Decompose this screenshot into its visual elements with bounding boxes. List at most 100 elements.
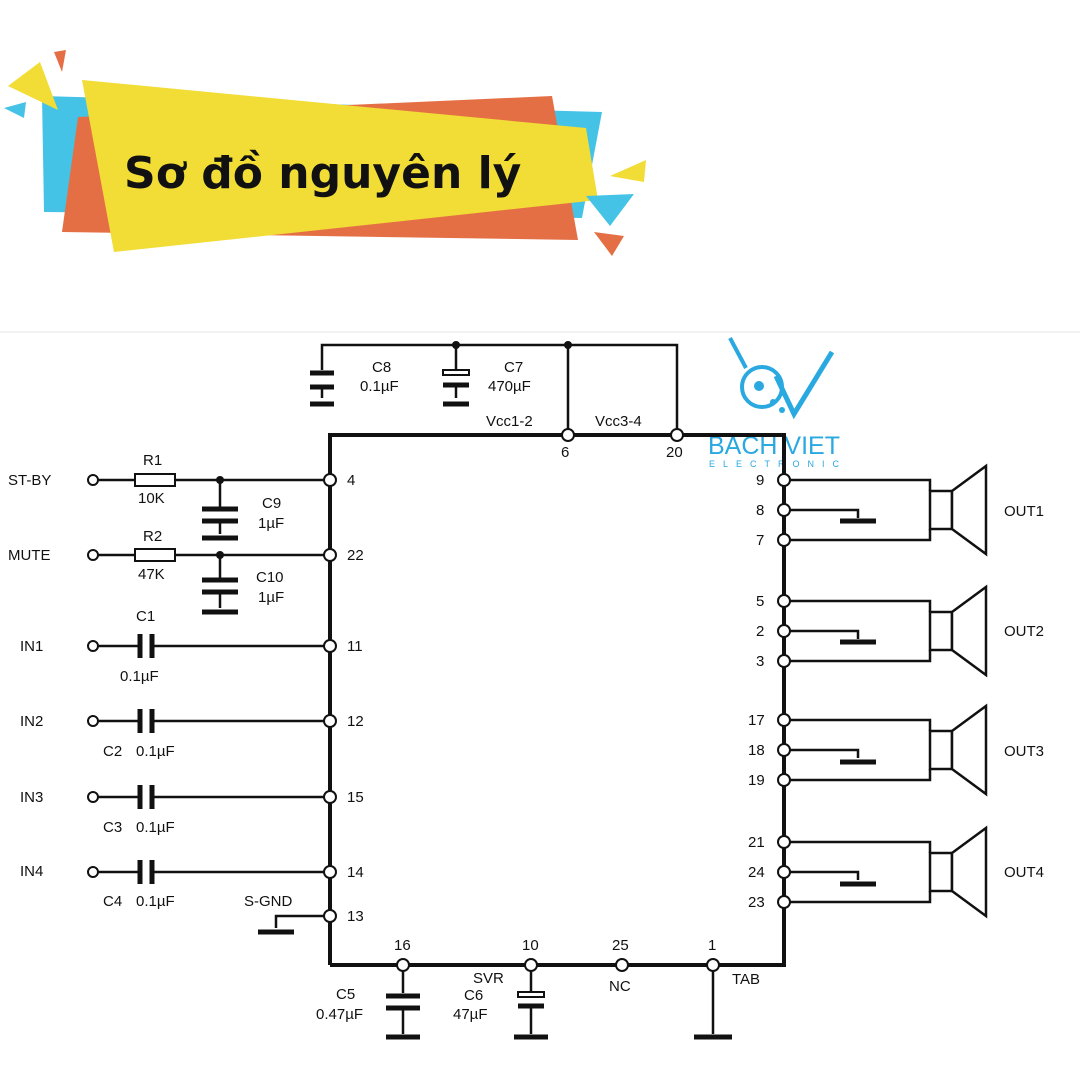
c7-capacitor [442,345,470,407]
c5-capacitor [386,965,420,1040]
out4-group: OUT4 [790,825,1044,919]
pin25-node [615,958,629,972]
c3-value: 0.1µF [136,819,175,836]
out1-label: OUT1 [1004,503,1044,520]
pin10-node [524,958,538,972]
pin24-label: 24 [748,864,765,881]
vcc34-label: Vcc3-4 [595,413,642,430]
banner-yellow-tail [610,160,646,182]
s-gnd-label: S-GND [244,893,293,910]
c10-value: 1µF [258,589,284,606]
pin5-label: 5 [756,593,764,610]
right-pins: 9 8 7 5 2 3 17 18 19 21 24 23 [748,472,791,911]
pin9-label: 9 [756,472,764,489]
pin7-label: 7 [756,532,764,549]
c6-value: 47µF [453,1006,488,1023]
out2-group: OUT2 [790,584,1044,678]
out2-label: OUT2 [1004,623,1044,640]
bv-logo-icon [728,337,835,420]
out3-group: OUT3 [790,703,1044,797]
supply-network: C8 0.1µF C7 470µF Vcc1-2 Vcc3-4 6 20 [310,341,684,461]
pin17-label: 17 [748,712,765,729]
c5-value: 0.47µF [316,1006,363,1023]
mute-label: MUTE [8,547,51,564]
pin1-node [706,958,720,972]
pin12-label: 12 [347,713,364,730]
r2-name: R2 [143,528,162,545]
c9-name: C9 [262,495,281,512]
c4-value: 0.1µF [136,893,175,910]
c10-capacitor [202,555,238,615]
pin6-node [561,428,575,442]
c6-name: C6 [464,987,483,1004]
pin11-label: 11 [347,638,363,655]
pin2-label: 2 [756,623,764,640]
banner-orange-corner [54,50,66,72]
c10-name: C10 [256,569,284,586]
c2-name: C2 [103,743,122,760]
in4-label: IN4 [20,863,43,880]
c7-name: C7 [504,359,523,376]
bottom-network: 16 10 25 1 C5 0.47µF SVR C6 47µF NC TAB [316,937,760,1040]
pin6-label: 6 [561,444,569,461]
pin10-label: 10 [522,937,539,954]
c2-value: 0.1µF [136,743,175,760]
c1-value: 0.1µF [120,668,159,685]
in1-label: IN1 [20,638,43,655]
tab-label: TAB [732,971,760,988]
r1-resistor [134,473,176,487]
pin20-label: 20 [666,444,683,461]
c4-name: C4 [103,893,122,910]
pin20-node [670,428,684,442]
speaker-out3-icon [928,703,988,797]
logo-subtitle: ELECTRONIC [709,459,847,469]
input-network: ST-BY R1 10K C9 1µF MUTE R2 47K [8,452,324,935]
in2-label: IN2 [20,713,43,730]
c3-name: C3 [103,819,122,836]
vcc12-label: Vcc1-2 [486,413,533,430]
pin18-label: 18 [748,742,765,759]
output-network: OUT1 OUT2 OUT3 [790,463,1044,919]
pin3-label: 3 [756,653,764,670]
out1-group: OUT1 [790,463,1044,557]
c1-name: C1 [136,608,155,625]
c9-capacitor [202,480,238,541]
pin23-label: 23 [748,894,765,911]
r2-resistor [134,548,176,562]
pin19-label: 19 [748,772,765,789]
speaker-out4-icon [928,825,988,919]
c8-value: 0.1µF [360,378,399,395]
pin25-label: 25 [612,937,629,954]
pin22-label: 22 [347,547,364,564]
pin1-label: 1 [708,937,716,954]
pin21-label: 21 [748,834,765,851]
pin14-label: 14 [347,864,364,881]
c5-name: C5 [336,986,355,1003]
pin15-label: 15 [347,789,364,806]
speaker-out2-icon [928,584,988,678]
r2-value: 47K [138,566,165,583]
ic-body-left-top [328,433,786,967]
st-by-label: ST-BY [8,472,51,489]
title-banner: Sơ đồ nguyên lý [4,50,646,256]
bach-viet-logo: BACH VIET ELECTRONIC [708,337,847,469]
banner-yellow-shape [82,80,598,252]
svr-label: SVR [473,970,504,987]
banner-title: Sơ đồ nguyên lý [124,148,521,199]
out4-label: OUT4 [1004,864,1044,881]
out3-label: OUT3 [1004,743,1044,760]
pin8-label: 8 [756,502,764,519]
c8-name: C8 [372,359,391,376]
r1-value: 10K [138,490,165,507]
banner-cyan-corner [4,102,26,118]
c8-capacitor [310,370,334,407]
pin16-label: 16 [394,937,411,954]
pin4-label: 4 [347,472,355,489]
speaker-out1-icon [928,463,988,557]
pin13-label: 13 [347,908,364,925]
c6-capacitor [514,965,548,1040]
r1-name: R1 [143,452,162,469]
c7-value: 470µF [488,378,531,395]
pin16-node [396,958,410,972]
